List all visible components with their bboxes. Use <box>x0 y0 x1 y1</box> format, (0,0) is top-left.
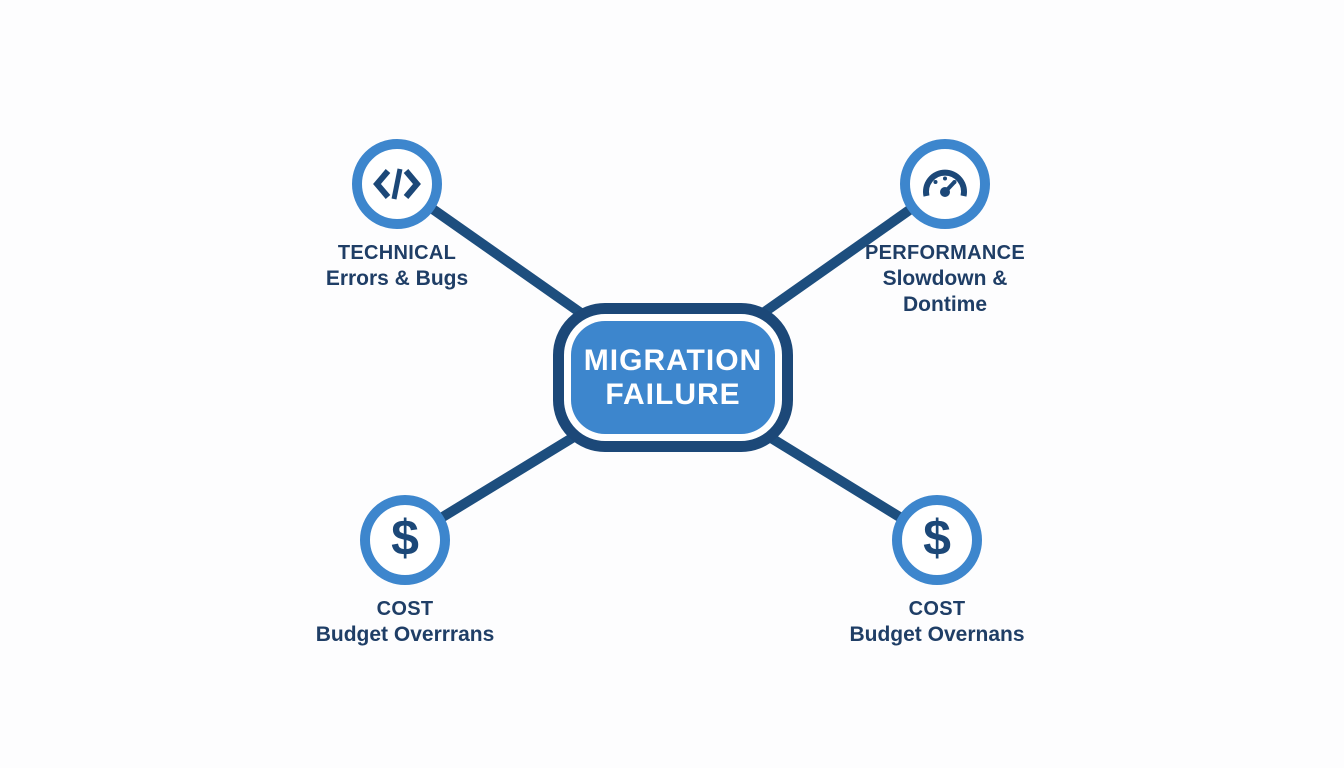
center-title-line2: FAILURE <box>605 377 741 411</box>
branch-performance: PERFORMANCE Slowdown & Dontime <box>795 139 1095 318</box>
branch-title: TECHNICAL <box>337 242 457 264</box>
speedometer-icon <box>921 165 969 203</box>
center-node-body: MIGRATION FAILURE <box>571 321 775 434</box>
branch-subtitle: Budget Overnans <box>849 623 1025 646</box>
branch-subtitle-2: Dontime <box>903 293 987 316</box>
center-title-line1: MIGRATION <box>583 343 763 377</box>
dollar-icon: $ <box>923 510 951 566</box>
code-icon <box>373 165 421 203</box>
technical-circle <box>352 139 442 229</box>
branch-subtitle: Slowdown & <box>882 267 1008 290</box>
branch-cost-right: $ COST Budget Overnans <box>787 495 1087 648</box>
branch-title: COST <box>908 598 966 620</box>
center-node-migration-failure: MIGRATION FAILURE <box>553 303 793 452</box>
cost-right-circle: $ <box>892 495 982 585</box>
branch-subtitle: Errors & Bugs <box>325 267 469 290</box>
branch-title: COST <box>376 598 434 620</box>
branch-cost-left: $ COST Budget Overrrans <box>255 495 555 648</box>
performance-circle <box>900 139 990 229</box>
dollar-icon: $ <box>391 510 419 566</box>
cost-left-circle: $ <box>360 495 450 585</box>
branch-title: PERFORMANCE <box>865 242 1025 264</box>
branch-subtitle: Budget Overrrans <box>315 623 495 646</box>
branch-technical: TECHNICAL Errors & Bugs <box>247 139 547 292</box>
